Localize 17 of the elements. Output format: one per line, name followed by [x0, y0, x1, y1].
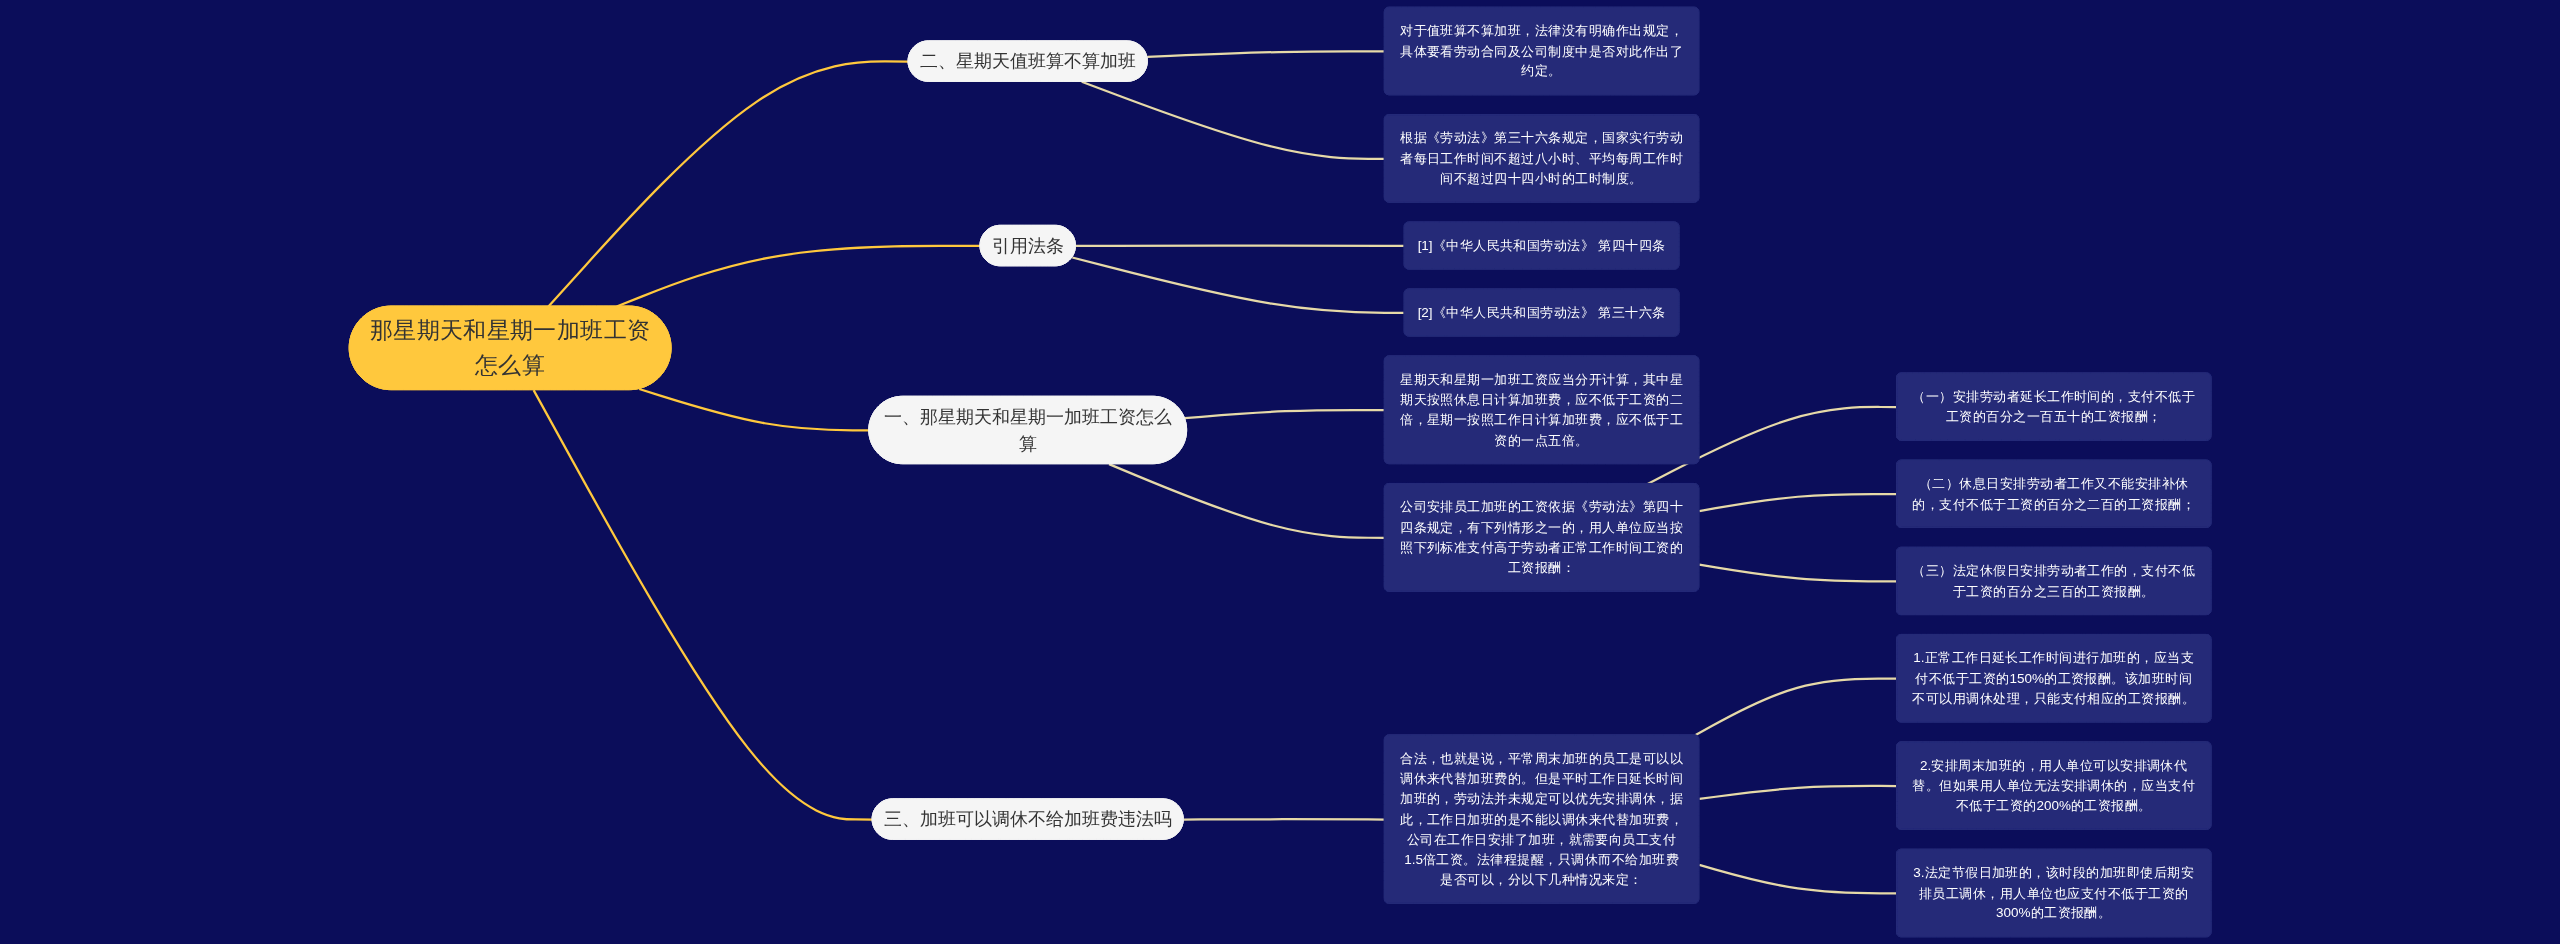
- connector: [1698, 863, 1897, 895]
- connector: [547, 60, 909, 308]
- connector: [1108, 463, 1385, 539]
- connector: [1698, 563, 1897, 583]
- connector: [1698, 493, 1897, 513]
- connector: [616, 244, 981, 308]
- connector: [1184, 408, 1385, 420]
- connector: [1071, 256, 1405, 315]
- connector: [1081, 80, 1385, 160]
- connector: [532, 389, 873, 821]
- connector: [1647, 405, 1897, 485]
- connector: [1147, 50, 1385, 58]
- connector: [1183, 818, 1385, 821]
- connector: [1694, 677, 1897, 737]
- connector: [1699, 784, 1897, 801]
- connector: [638, 387, 870, 432]
- connector: [1075, 244, 1405, 248]
